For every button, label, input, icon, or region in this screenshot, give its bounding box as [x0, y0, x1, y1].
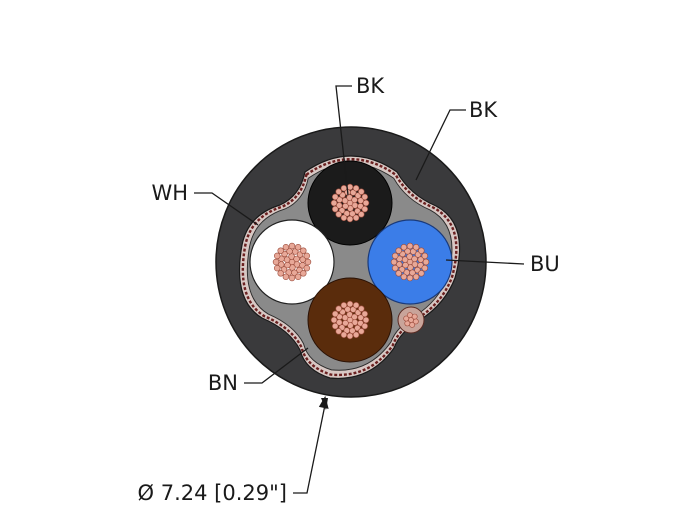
- copper-strand: [303, 264, 310, 272]
- copper-strand: [406, 274, 414, 282]
- copper-strand: [272, 258, 280, 266]
- leader-core-bottom: [244, 347, 309, 384]
- copper-strand: [277, 270, 284, 277]
- core-brown: [307, 277, 393, 363]
- copper-strand: [361, 322, 368, 330]
- copper-strand: [330, 316, 338, 324]
- copper-strand: [404, 320, 411, 327]
- copper-strand: [335, 305, 342, 312]
- copper-strand: [274, 264, 281, 272]
- arrowhead-icon: [318, 395, 329, 409]
- label-core-right: BU: [530, 252, 560, 276]
- copper-strand: [357, 197, 364, 204]
- label-diameter: Ø 7.24 [0.29"]: [138, 481, 287, 505]
- copper-strand: [335, 188, 342, 195]
- copper-strand: [358, 211, 365, 218]
- copper-strand: [288, 242, 296, 250]
- copper-strand: [411, 313, 418, 320]
- copper-strand: [400, 273, 408, 280]
- copper-strand: [293, 255, 300, 263]
- copper-strand: [409, 321, 416, 328]
- leader-jacket: [415, 109, 466, 181]
- copper-strand: [417, 256, 424, 263]
- copper-strand: [411, 255, 418, 263]
- copper-strand: [340, 185, 348, 192]
- copper-strand: [332, 310, 339, 318]
- copper-strand: [361, 205, 368, 213]
- copper-strand: [406, 242, 414, 250]
- copper-strand: [400, 244, 408, 251]
- copper-strand: [294, 273, 302, 280]
- drain-wire: [397, 306, 425, 334]
- copper-strand: [332, 322, 339, 330]
- copper-strand: [303, 252, 310, 260]
- copper-strand: [335, 328, 342, 335]
- copper-strand: [421, 264, 428, 272]
- copper-strand: [299, 256, 306, 263]
- copper-strand: [300, 247, 307, 254]
- copper-strand: [418, 270, 425, 277]
- copper-strand: [332, 193, 339, 201]
- copper-strand: [352, 214, 360, 221]
- copper-strand: [300, 270, 307, 277]
- copper-strand: [357, 314, 364, 321]
- copper-strand: [352, 302, 360, 309]
- leader-core-right: [445, 259, 525, 265]
- copper-strand: [351, 313, 358, 321]
- copper-strand: [412, 244, 420, 251]
- copper-strand: [361, 193, 368, 201]
- copper-strand: [395, 247, 402, 254]
- copper-strand: [288, 274, 296, 282]
- leader-core-top: [335, 85, 352, 196]
- copper-strand: [358, 305, 365, 312]
- copper-strand: [304, 258, 312, 266]
- copper-strand: [340, 302, 348, 309]
- copper-strand: [390, 258, 398, 266]
- copper-strand: [362, 199, 370, 207]
- copper-strand: [403, 315, 410, 322]
- copper-strand: [346, 300, 354, 308]
- core-black: [307, 160, 393, 246]
- copper-strand: [395, 270, 402, 277]
- label-core-top: BK: [356, 74, 385, 98]
- leader-core-left: [194, 192, 259, 226]
- copper-strand: [346, 332, 354, 340]
- core-white: [249, 219, 335, 305]
- copper-strand: [358, 328, 365, 335]
- copper-strand: [421, 252, 428, 260]
- copper-strand: [418, 247, 425, 254]
- copper-strand: [330, 199, 338, 207]
- label-jacket: BK: [469, 98, 498, 122]
- copper-strand: [362, 316, 370, 324]
- copper-strand: [361, 310, 368, 318]
- core-blue: [367, 219, 453, 305]
- copper-strand: [422, 258, 430, 266]
- copper-strand: [340, 214, 348, 221]
- label-core-left: WH: [151, 181, 188, 205]
- copper-strand: [274, 252, 281, 260]
- copper-strand: [282, 244, 290, 251]
- copper-strand: [358, 188, 365, 195]
- copper-strand: [340, 331, 348, 338]
- leader-diameter: [293, 399, 327, 494]
- copper-strand: [412, 273, 420, 280]
- copper-strand: [335, 211, 342, 218]
- copper-strand: [332, 205, 339, 213]
- copper-strand: [346, 215, 354, 223]
- copper-strand: [282, 273, 290, 280]
- copper-strand: [294, 244, 302, 251]
- copper-strand: [392, 264, 399, 272]
- label-core-bottom: BN: [208, 371, 238, 395]
- copper-strand: [392, 252, 399, 260]
- copper-strand: [277, 247, 284, 254]
- copper-strand: [352, 331, 360, 338]
- copper-strand: [352, 185, 360, 192]
- copper-strand: [406, 312, 413, 319]
- copper-strand: [351, 196, 358, 204]
